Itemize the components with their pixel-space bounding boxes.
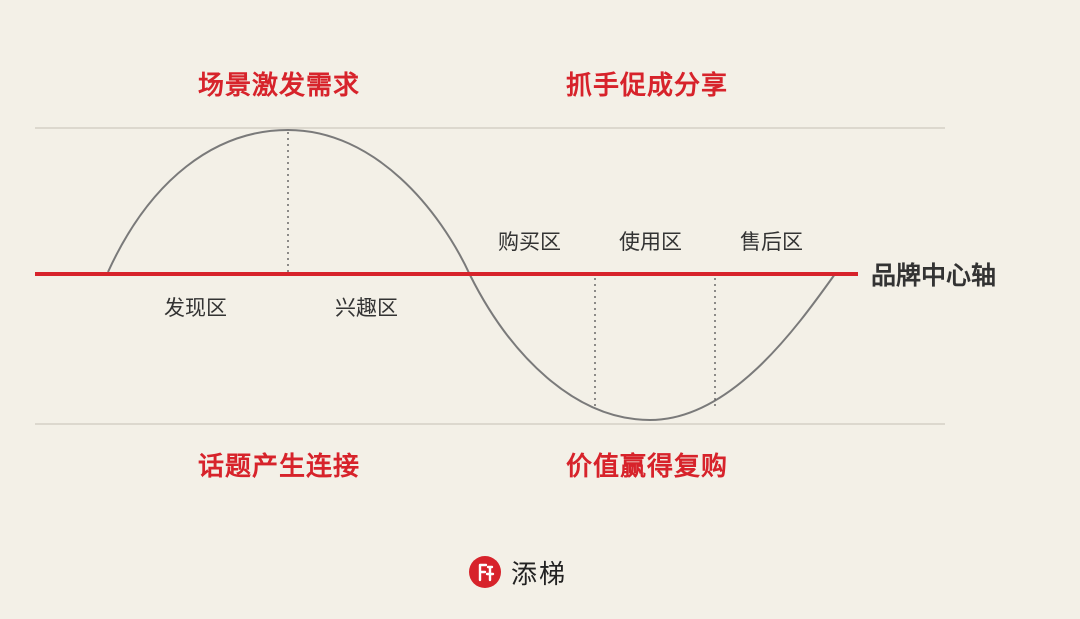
heading-scene-demand: 场景激发需求 [198,71,361,101]
heading-topic-connect: 话题产生连接 [198,452,361,482]
zone-purchase-label: 购买区 [498,230,561,254]
brand-axis-label: 品牌中心轴 [871,261,997,290]
zone-aftersales-label: 售后区 [740,230,803,254]
zone-use-label: 使用区 [619,230,682,254]
brand-logo-icon [469,556,501,588]
zone-interest-label: 兴趣区 [335,296,398,320]
brand-logo-text: 添梯 [511,559,568,590]
brand-logo: 添梯 [469,555,568,590]
heading-value-repurchase: 价值赢得复购 [566,452,729,482]
heading-handle-share: 抓手促成分享 [566,71,729,101]
zone-discover-label: 发现区 [164,296,227,320]
